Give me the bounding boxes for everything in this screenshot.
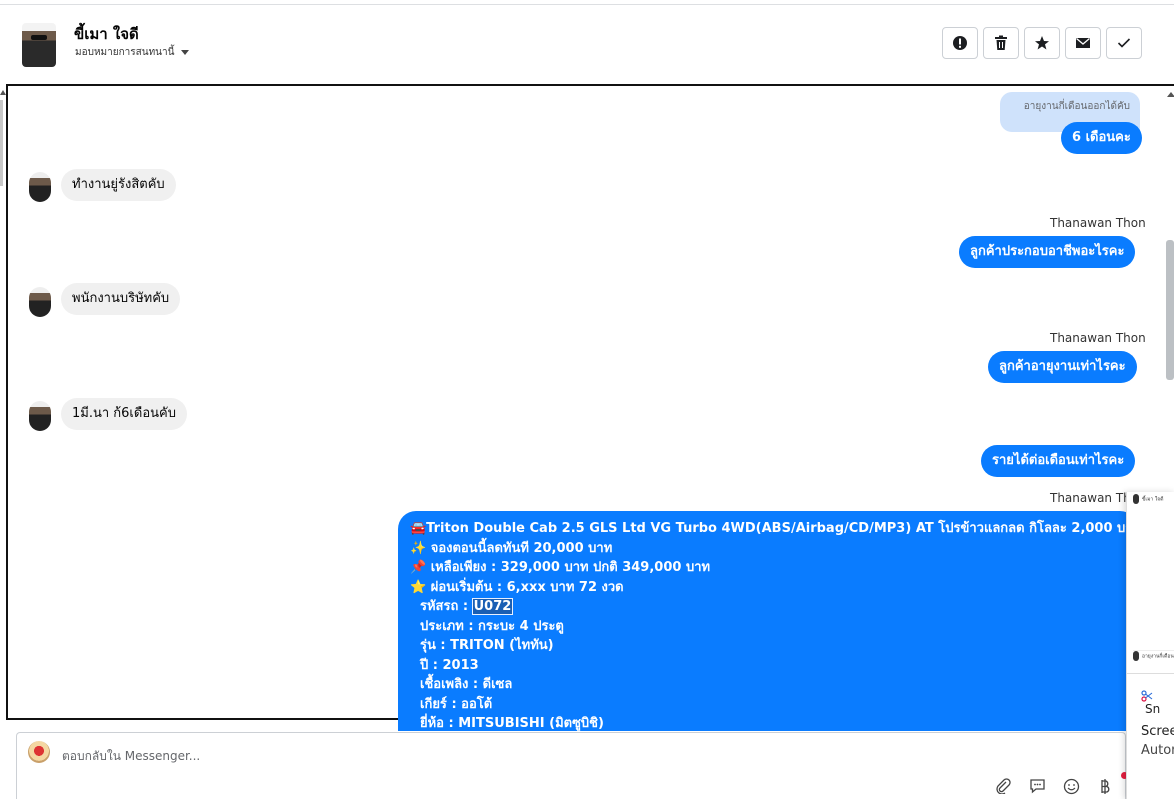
thread-scrollbar[interactable] bbox=[1166, 240, 1174, 380]
mini-avatar bbox=[1133, 651, 1139, 661]
listing-code-label: รหัสรถ : bbox=[420, 599, 473, 614]
paperclip-icon bbox=[996, 778, 1011, 794]
listing-model: รุ่น : TRITON (ไททัน) bbox=[420, 638, 554, 653]
star-icon bbox=[1035, 36, 1049, 50]
reply-input[interactable]: ตอบกลับใน Messenger... bbox=[62, 749, 201, 763]
notification-line2: Autom bbox=[1141, 743, 1174, 758]
listing-code-value: U072 bbox=[471, 598, 514, 615]
contact-avatar[interactable] bbox=[22, 23, 56, 67]
listing-fuel: เชื้อเพลิง : ดีเซล bbox=[420, 677, 513, 692]
snip-label: Sn bbox=[1145, 702, 1161, 716]
scroll-up-arrow-left[interactable] bbox=[0, 90, 6, 95]
contact-mini-avatar bbox=[29, 287, 51, 317]
contact-mini-avatar bbox=[29, 401, 51, 431]
mark-done-button[interactable] bbox=[1106, 27, 1142, 59]
listing-year: ปี : 2013 bbox=[420, 657, 479, 673]
listing-installment: ⭐ ผ่อนเริ่มต้น : 6,xxx บาท 72 งวด bbox=[410, 579, 624, 595]
left-scrollbar[interactable] bbox=[0, 100, 3, 186]
star-button[interactable] bbox=[1024, 27, 1060, 59]
mail-button[interactable] bbox=[1065, 27, 1101, 59]
top-divider bbox=[0, 4, 1174, 5]
report-button[interactable] bbox=[942, 27, 978, 59]
listing-code: รหัสรถ : U072 bbox=[410, 597, 1126, 617]
listing-price: 📌 เหลือเพียง : 329,000 บาท ปกติ 349,000 … bbox=[410, 560, 711, 575]
trash-icon bbox=[995, 35, 1007, 50]
smiley-icon bbox=[1063, 778, 1079, 794]
listing-promo: ✨ จองตอนนี้ลดทันที 20,000 บาท bbox=[410, 540, 613, 556]
header-actions bbox=[942, 27, 1142, 59]
listing-title: 🚘Triton Double Cab 2.5 GLS Ltd VG Turbo … bbox=[410, 521, 1138, 536]
reply-composer: ตอบกลับใน Messenger... bbox=[16, 732, 1126, 799]
preview-thumbnail-bottom: อายุงานกี่เดือน bbox=[1133, 650, 1174, 667]
composer-tools bbox=[993, 777, 1115, 795]
preview-thumbnail-top: ขี้เมา ใจดี bbox=[1133, 494, 1174, 514]
incoming-message[interactable]: พนักงานบริษัทคับ bbox=[61, 283, 181, 315]
scroll-up-arrow[interactable] bbox=[1167, 92, 1174, 97]
listing-type: ประเภท : กระบะ 4 ประตู bbox=[420, 618, 564, 634]
payment-button[interactable] bbox=[1095, 777, 1115, 795]
snipping-tool-title: Sn bbox=[1141, 688, 1174, 716]
saved-replies-button[interactable] bbox=[1027, 777, 1047, 795]
conversation-header: ขี้เมา ใจดี มอบหมายการสนทนานี้ bbox=[0, 5, 1174, 83]
emoji-button[interactable] bbox=[1061, 777, 1081, 795]
chat-bubble-icon bbox=[1029, 779, 1045, 794]
incoming-message[interactable]: ทำงานยู่รังสิตคับ bbox=[61, 169, 176, 201]
notification-line1: Scree bbox=[1141, 724, 1174, 739]
page-avatar bbox=[28, 741, 50, 763]
incoming-message[interactable]: 1มี.นา ก้6เดือนคับ bbox=[61, 398, 187, 430]
sender-name: Thanawan Thon bbox=[1050, 491, 1146, 505]
delete-button[interactable] bbox=[983, 27, 1019, 59]
thumb-bottom-label: อายุงานกี่เดือน bbox=[1142, 653, 1174, 660]
outgoing-message[interactable]: ลูกค้าประกอบอาชีพอะไรคะ bbox=[959, 236, 1136, 268]
side-notification-panel[interactable]: ขี้เมา ใจดี อายุงานกี่เดือน Sn Scree Aut… bbox=[1126, 492, 1174, 799]
listing-brand: ยี่ห้อ : MITSUBISHI (มิตซูบิชิ) bbox=[420, 716, 604, 731]
assign-conversation-dropdown[interactable]: มอบหมายการสนทนานี้ bbox=[75, 45, 190, 60]
report-icon bbox=[953, 36, 967, 50]
thumb-top-label: ขี้เมา ใจดี bbox=[1142, 496, 1164, 503]
sender-name: Thanawan Thon bbox=[1050, 216, 1146, 230]
listing-gear: เกียร์ : ออโต้ bbox=[420, 696, 493, 712]
check-icon bbox=[1117, 38, 1131, 48]
outgoing-message[interactable]: 6 เดือนคะ bbox=[1061, 122, 1142, 154]
mail-icon bbox=[1076, 38, 1090, 48]
contact-name[interactable]: ขี้เมา ใจดี bbox=[74, 25, 139, 43]
contact-mini-avatar bbox=[29, 172, 51, 202]
attachment-button[interactable] bbox=[993, 777, 1013, 795]
car-listing-message[interactable]: 🚘Triton Double Cab 2.5 GLS Ltd VG Turbo … bbox=[398, 511, 1138, 731]
panel-divider bbox=[1127, 673, 1174, 674]
baht-icon bbox=[1101, 778, 1110, 794]
mini-avatar bbox=[1133, 494, 1139, 504]
sender-name: Thanawan Thon bbox=[1050, 331, 1146, 345]
assign-label: มอบหมายการสนทนานี้ bbox=[75, 47, 175, 58]
outgoing-message[interactable]: รายได้ต่อเดือนเท่าไรคะ bbox=[981, 445, 1136, 477]
caret-down-icon bbox=[181, 50, 190, 55]
notification-dot bbox=[1121, 772, 1128, 779]
outgoing-message[interactable]: ลูกค้าอายุงานเท่าไรคะ bbox=[988, 351, 1137, 383]
scissors-icon bbox=[1141, 689, 1153, 702]
